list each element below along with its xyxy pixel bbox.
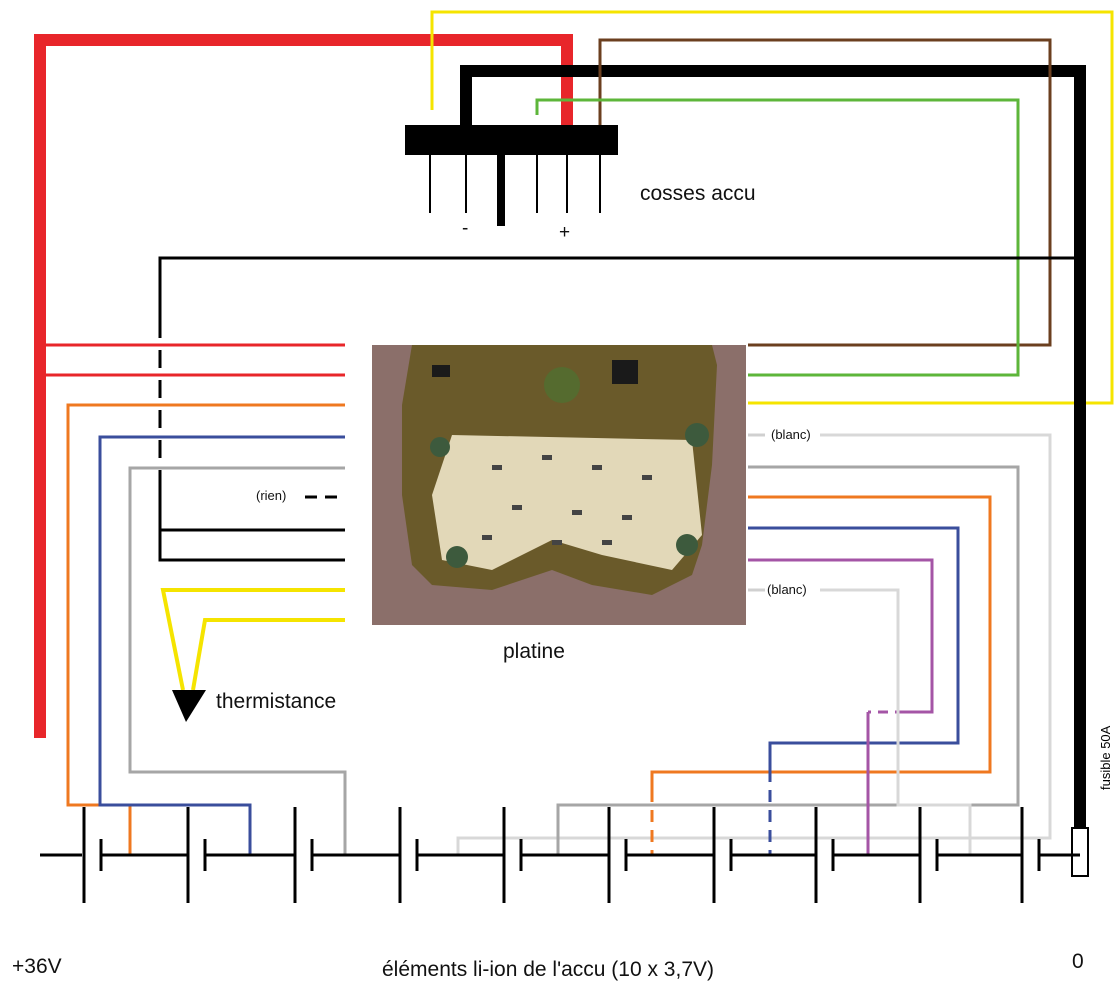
fuse-icon [1071, 827, 1089, 877]
battery-terminals-label: cosses accu [640, 182, 756, 205]
board-label: platine [503, 640, 565, 663]
zero-label: 0 [1072, 950, 1084, 973]
yellow-top-wire [430, 10, 1114, 405]
pcb-photo [372, 345, 746, 625]
orange-right-wire [650, 495, 992, 790]
minus-label: - [462, 218, 469, 239]
black-main-wire [460, 65, 1086, 855]
blue-left-wire [98, 435, 345, 855]
plus-label: + [559, 222, 571, 243]
positive-voltage-label: +36V [12, 955, 62, 978]
white-bottom-label: (blanc) [767, 582, 807, 597]
orange-left-wire [66, 403, 345, 855]
fuse-label: fusible 50A [1098, 725, 1113, 790]
red-main-wire [34, 34, 573, 738]
gray-right-wire [556, 465, 1020, 855]
blue-right-wire [748, 526, 960, 770]
brown-wire [598, 38, 1052, 347]
green-wire [535, 98, 1020, 377]
white-top-label: (blanc) [771, 427, 811, 442]
cells-label: éléments li-ion de l'accu (10 x 3,7V) [382, 958, 715, 981]
battery-terminal-block [405, 125, 618, 226]
battery-cells [40, 807, 1080, 903]
purple-wire [748, 558, 934, 714]
thermistor-icon [172, 690, 206, 722]
thermistor-wire-1 [160, 588, 345, 691]
thermistor-label: thermistance [216, 690, 337, 713]
nothing-label: (rien) [256, 488, 287, 503]
gray-left-wire [128, 466, 347, 855]
thermistor-wire-2 [191, 618, 345, 691]
